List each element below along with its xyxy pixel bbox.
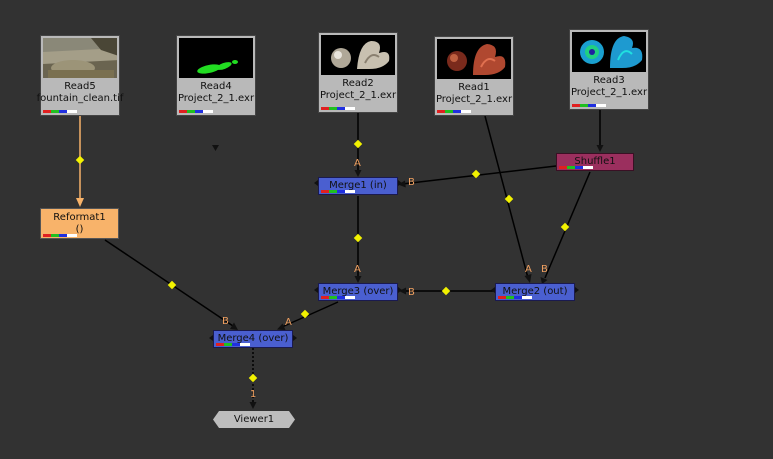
merge4-input-b-label: B bbox=[222, 316, 229, 327]
arrow-reformat1-merge4 bbox=[230, 322, 238, 330]
read1-file: Project_2_1.exr bbox=[435, 94, 513, 105]
arrow-merge2-merge3 bbox=[399, 287, 406, 295]
read5-file: fountain_clean.tif bbox=[36, 93, 124, 104]
read4-node[interactable]: Read4 Project_2_1.exr bbox=[176, 35, 256, 116]
merge1-label: Merge1 (in) bbox=[329, 180, 387, 191]
port-merge1-right bbox=[398, 180, 402, 186]
read1-channels bbox=[437, 110, 473, 113]
arrow-read2-merge1 bbox=[354, 170, 362, 177]
shuffle1-label: Shuffle1 bbox=[574, 156, 616, 167]
port-merge4-right bbox=[293, 335, 297, 341]
arrow-read4-out bbox=[212, 145, 219, 151]
arrow-shuffle1-merge2 bbox=[540, 277, 548, 284]
reformat1-channels bbox=[43, 234, 79, 237]
read5-channels bbox=[43, 110, 79, 113]
read2-label: Read2 bbox=[342, 78, 374, 89]
read5-node[interactable]: Read5 fountain_clean.tif bbox=[37, 35, 123, 116]
arrow-read3-shuffle1 bbox=[596, 145, 604, 152]
viewer1-label: Viewer1 bbox=[233, 414, 275, 425]
merge4-node[interactable]: Merge4 (over) bbox=[213, 330, 293, 348]
red-dragon-thumbnail bbox=[437, 39, 511, 79]
merge4-label: Merge4 (over) bbox=[217, 333, 289, 344]
merge2-input-a-label: A bbox=[525, 264, 532, 275]
blue-dragon-thumbnail bbox=[572, 32, 646, 72]
merge3-input-b-label: B bbox=[408, 287, 415, 298]
port-merge3-left bbox=[314, 287, 318, 293]
read3-node[interactable]: Read3 Project_2_1.exr bbox=[569, 29, 649, 110]
merge2-node[interactable]: Merge2 (out) bbox=[495, 283, 575, 301]
viewer1-input-label: 1 bbox=[250, 389, 257, 400]
merge2-channels bbox=[498, 296, 534, 299]
merge3-node[interactable]: Merge3 (over) bbox=[318, 283, 398, 301]
read3-label: Read3 bbox=[593, 75, 625, 86]
port-merge2-right bbox=[575, 287, 579, 293]
read3-channels bbox=[572, 104, 608, 107]
read2-file: Project_2_1.exr bbox=[319, 90, 397, 101]
merge3-label: Merge3 (over) bbox=[322, 286, 394, 297]
read1-label: Read1 bbox=[458, 82, 490, 93]
merge4-channels bbox=[216, 343, 252, 346]
silver-dragon-thumbnail bbox=[321, 35, 395, 75]
edge-merge3-merge4[interactable] bbox=[281, 301, 339, 328]
merge4-input-a-label: A bbox=[285, 317, 292, 328]
read4-file: Project_2_1.exr bbox=[177, 93, 255, 104]
merge3-channels bbox=[321, 296, 357, 299]
arrow-merge3-merge4 bbox=[277, 323, 286, 330]
read4-label: Read4 bbox=[200, 81, 232, 92]
merge3-input-a-label: A bbox=[354, 264, 361, 275]
port-merge1-left bbox=[314, 180, 318, 186]
arrow-merge4-viewer1 bbox=[249, 402, 257, 409]
shuffle1-node[interactable]: Shuffle1 bbox=[556, 153, 634, 171]
reformat1-node[interactable]: Reformat1 () bbox=[40, 208, 119, 239]
read1-node[interactable]: Read1 Project_2_1.exr bbox=[434, 36, 514, 116]
arrow-read1-merge2 bbox=[524, 274, 532, 283]
read2-channels bbox=[321, 107, 357, 110]
merge2-label: Merge2 (out) bbox=[502, 286, 568, 297]
arrow-merge1-merge3 bbox=[354, 276, 362, 283]
read3-file: Project_2_1.exr bbox=[570, 87, 648, 98]
stone-fountain-thumbnail bbox=[43, 38, 117, 78]
port-merge3-right bbox=[398, 287, 402, 293]
read5-label: Read5 bbox=[64, 81, 96, 92]
merge1-node[interactable]: Merge1 (in) bbox=[318, 177, 398, 195]
port-merge4-left bbox=[209, 335, 213, 341]
arrow-shuffle1-merge1 bbox=[398, 180, 406, 188]
reformat1-format: () bbox=[75, 224, 84, 235]
read2-node[interactable]: Read2 Project_2_1.exr bbox=[318, 32, 398, 113]
reformat1-label: Reformat1 bbox=[53, 212, 106, 223]
merge1-input-b-label: B bbox=[408, 177, 415, 188]
port-merge2-left bbox=[491, 287, 495, 293]
merge1-channels bbox=[321, 190, 357, 193]
merge2-input-b-label: B bbox=[541, 264, 548, 275]
viewer1-node[interactable]: Viewer1 bbox=[213, 411, 295, 428]
read4-channels bbox=[179, 110, 215, 113]
arrow-read5-reformat1 bbox=[76, 198, 84, 207]
merge1-input-a-label: A bbox=[354, 158, 361, 169]
shuffle1-channels bbox=[559, 166, 595, 169]
green-mask-thumbnail bbox=[179, 38, 253, 78]
